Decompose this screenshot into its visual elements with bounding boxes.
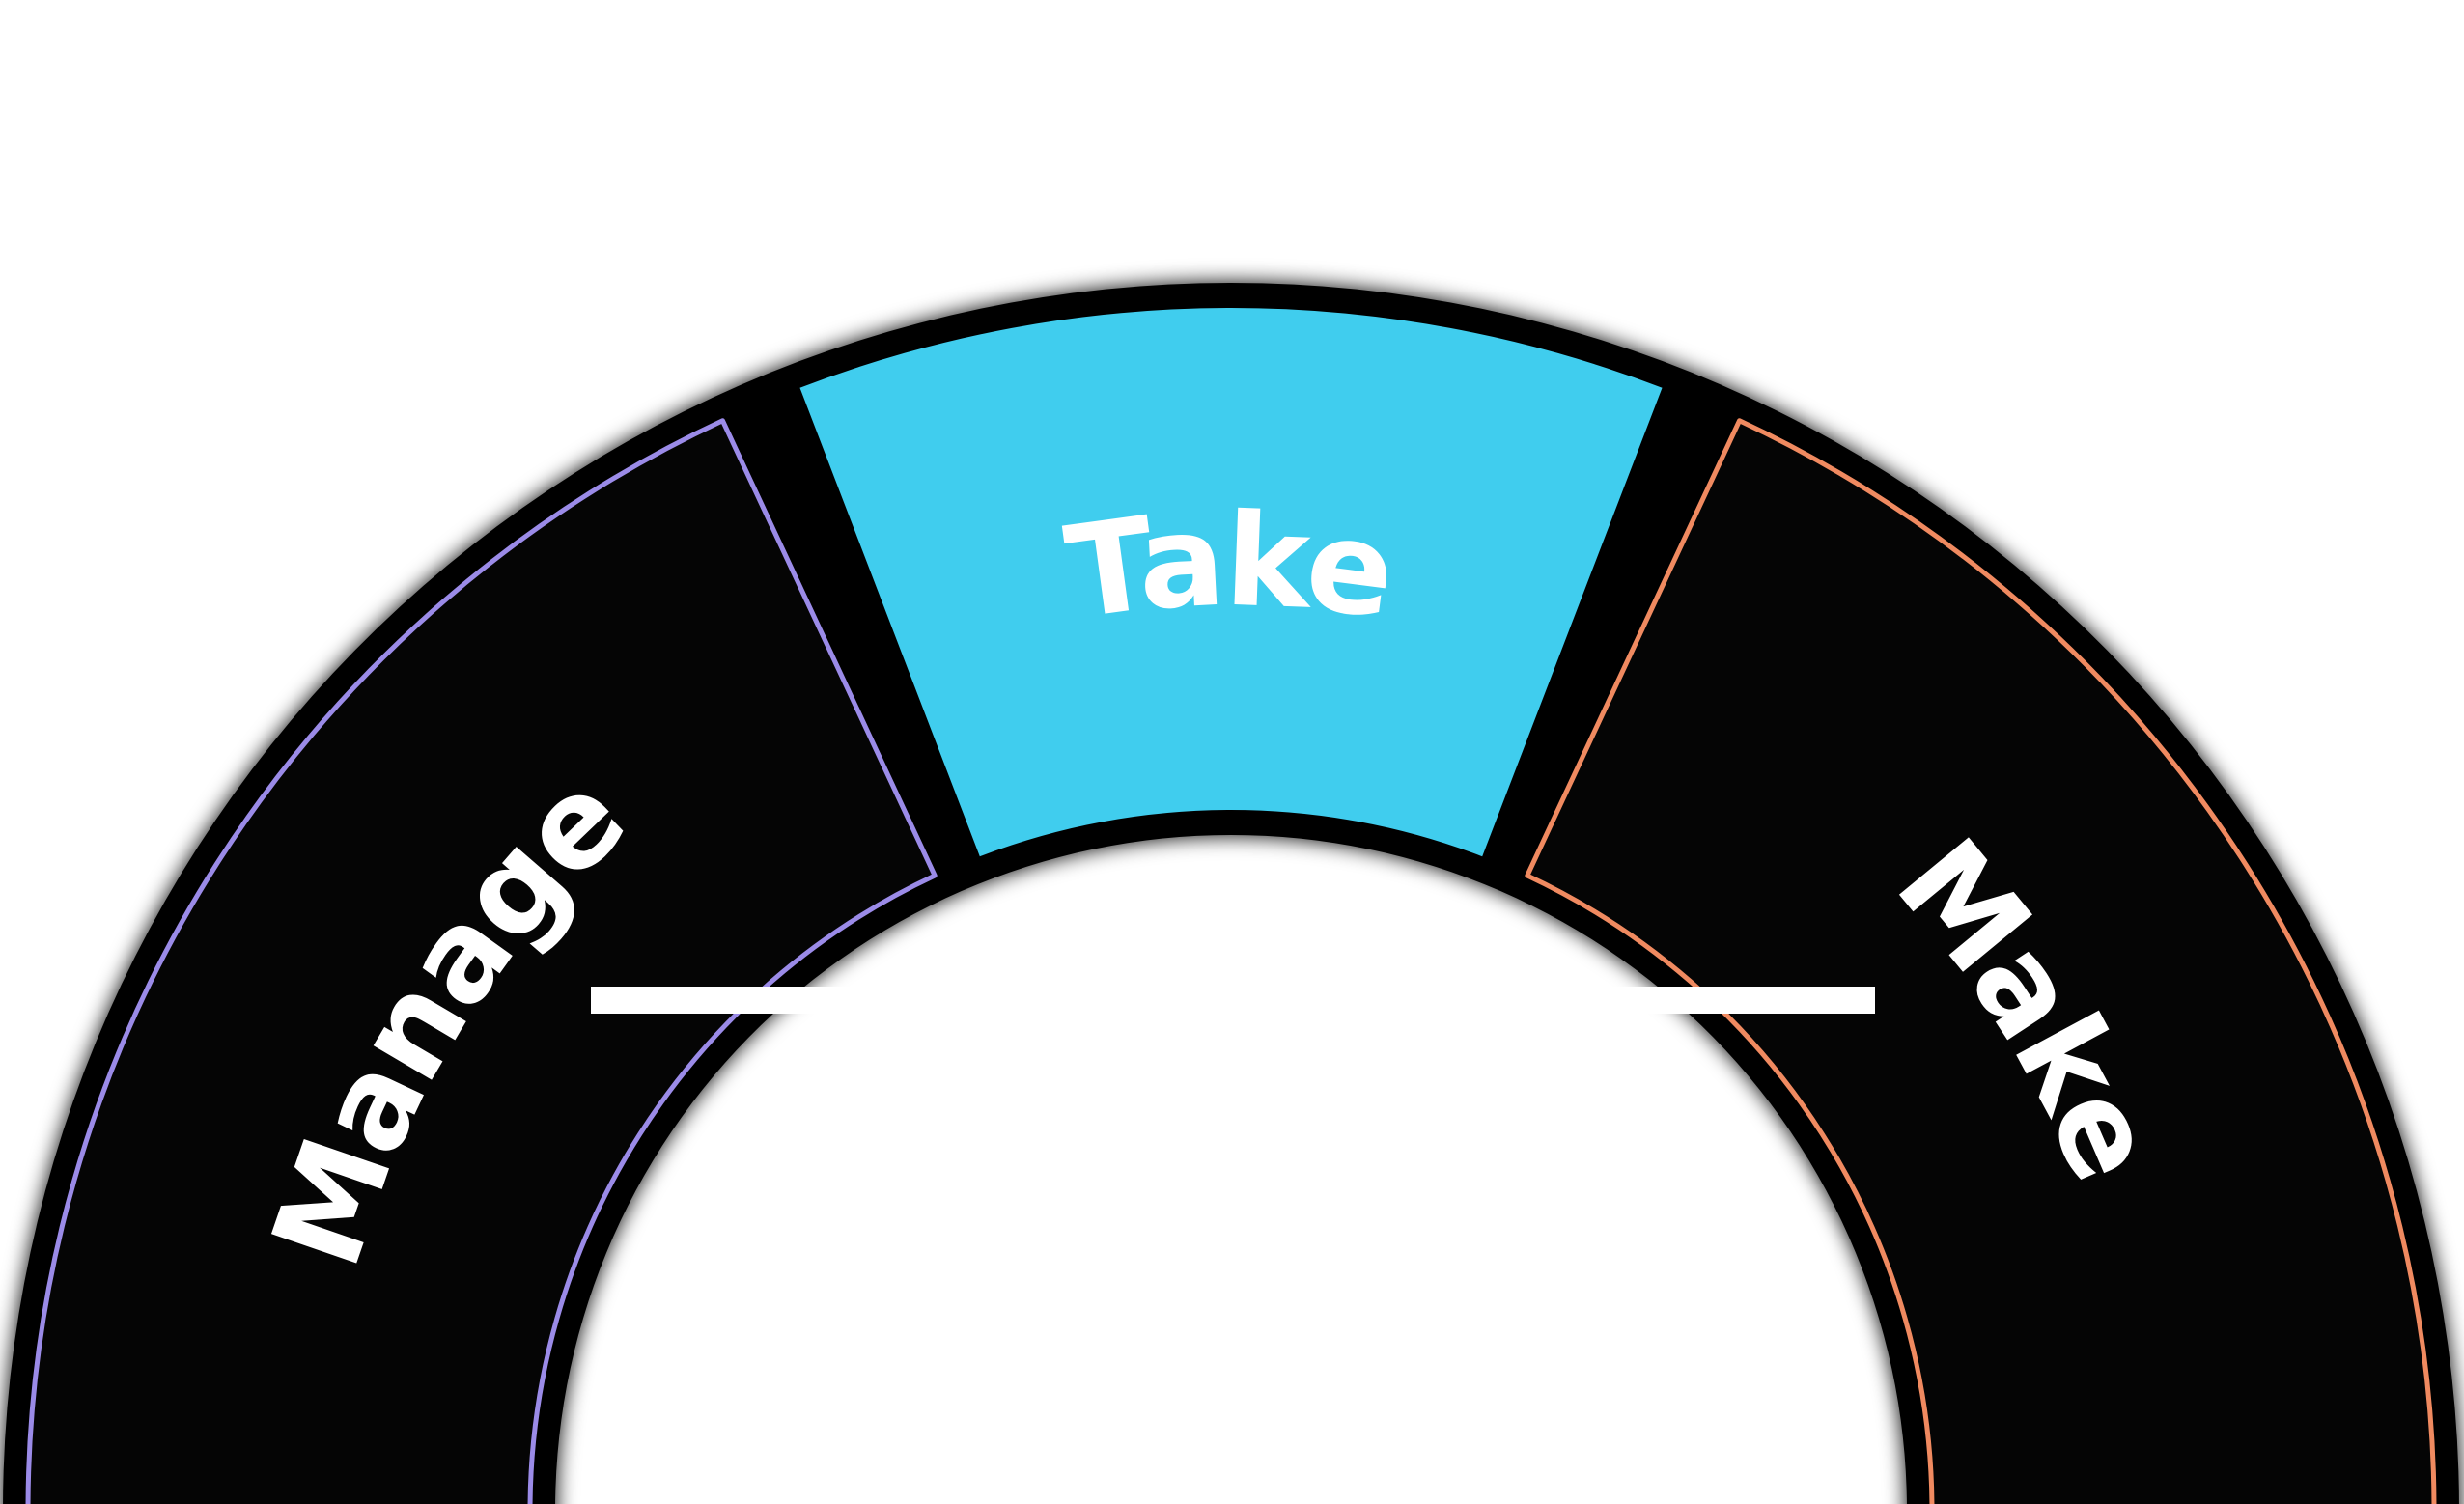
guide-lines (591, 336, 2464, 1014)
ring-segment-manage[interactable] (25, 418, 938, 1504)
ring-segments (25, 307, 2437, 1504)
guide-right (1897, 336, 2464, 361)
ring-segment-make[interactable] (1525, 418, 2437, 1504)
guide-center (591, 987, 1875, 1014)
ring-segment-take[interactable] (799, 307, 1663, 857)
segment-text-take: Take (1058, 487, 1404, 649)
